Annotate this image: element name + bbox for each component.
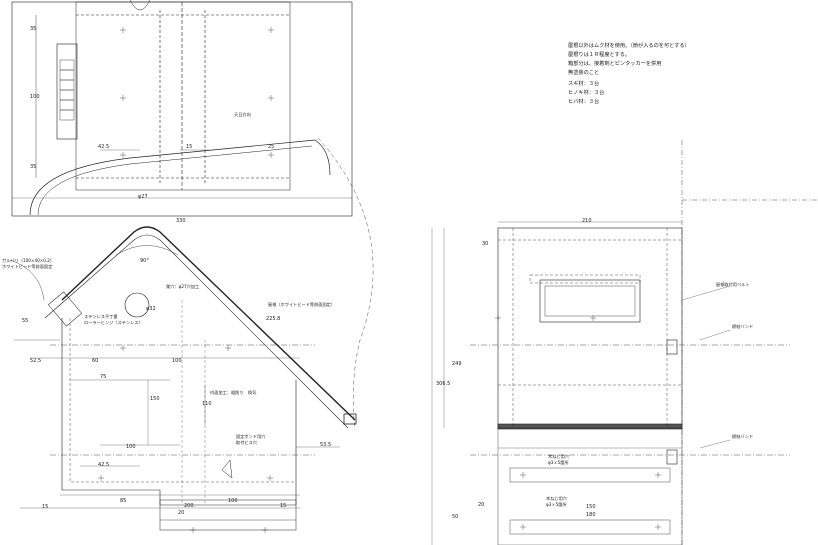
label-band3: 締結バンド	[732, 433, 753, 440]
label-galv: ガルバリ（100×40×0.2）	[2, 257, 54, 264]
note-line-1: 屋根以外はムク材を使用。（節が入るのを可とする）	[568, 43, 690, 49]
label-hook: 固定ボンド用穴	[236, 433, 266, 440]
house-body	[61, 318, 297, 506]
dim-53-5: 53.5	[320, 442, 331, 448]
label-roof: 屋根（ホワイトビード等前面固定）	[268, 301, 335, 308]
dim-15: 15	[186, 144, 192, 150]
label-band1: 屋根取付用ベルト	[716, 281, 750, 288]
dim-60: 60	[92, 358, 98, 364]
dim-42-5: 42.5	[98, 144, 109, 150]
dim-210: 210	[582, 218, 592, 224]
dim-90deg: 90°	[140, 258, 149, 264]
dim-35a: 35	[30, 26, 36, 32]
label-lower1b: φ3ｘ5箇所	[548, 459, 569, 466]
dim-85: 85	[120, 498, 126, 504]
dim-100: 100	[30, 94, 40, 100]
note-line-3: 箱部分は、接着剤とピンタッカーを併用	[568, 61, 662, 67]
note-line-4: 無塗装のこと	[568, 70, 600, 76]
dim-100b: 100	[126, 444, 136, 450]
dim-100a: 100	[172, 358, 182, 364]
note-line-2: 屋根りは１Ｒ程度とする。	[568, 52, 631, 58]
label-vent: 換気	[248, 389, 256, 396]
dim-110: 110	[202, 401, 212, 407]
roof-outline	[61, 226, 356, 421]
dim-30: 30	[482, 241, 488, 247]
dim-200: 200	[184, 503, 194, 509]
label-center: 天日方向	[234, 111, 251, 118]
side-roof-panel	[539, 279, 641, 323]
note-line-7: ヒバ材：３台	[568, 99, 600, 105]
note-line-5: スギ材：３台	[568, 81, 600, 87]
dim-180: 180	[586, 512, 596, 518]
dim-phi27: φ27	[138, 194, 148, 200]
label-lower2b: φ3ｘ5箇所	[546, 501, 567, 508]
label-lower1: 木ねじ用穴	[548, 453, 570, 460]
dim-25: 25	[268, 144, 274, 150]
dim-150: 150	[150, 396, 160, 402]
dim-20-side: 20	[478, 502, 484, 508]
dim-55: 55	[22, 318, 28, 324]
dim-15b: 15	[280, 503, 286, 509]
hinge-plate	[56, 43, 78, 140]
label-hook2: 取付ビス穴	[236, 439, 258, 446]
note-line-6: ヒノキ材：３台	[568, 90, 605, 96]
dim-42-5-front: 42.5	[98, 462, 109, 468]
dim-width: 330	[176, 218, 186, 224]
strap-curve	[29, 139, 331, 216]
dim-20: 20	[178, 510, 184, 516]
dim-100c: 100	[228, 498, 238, 504]
dim-15a: 15	[42, 504, 48, 510]
dim-306-5: 306.5	[436, 381, 450, 387]
label-band2: 締結バンド	[732, 323, 753, 330]
dim-35b: 35	[30, 164, 36, 170]
dim-75: 75	[100, 374, 106, 380]
label-inner: 内面加工：粗削り	[210, 389, 244, 396]
top-view-box	[75, 1, 291, 191]
dim-225: 225.8	[266, 316, 280, 322]
label-stainless: ステンレス平丁番	[84, 313, 118, 320]
label-lower2: 木ねじ用穴	[546, 495, 568, 502]
label-stainless2: ローラーヒンジ（ステンレス）	[84, 320, 143, 326]
side-view-box	[497, 227, 683, 429]
dim-249: 249	[452, 361, 462, 367]
label-galv2: ホワイトビード等前面固定	[2, 263, 52, 270]
dim-phi32: φ32	[146, 306, 156, 312]
label-hole: 巣穴：φ27穴加工	[166, 283, 199, 290]
entrance-hole	[124, 292, 150, 318]
dim-52-5: 52.5	[30, 358, 41, 364]
dim-50: 50	[452, 514, 458, 520]
dim-150: 150	[586, 504, 596, 510]
